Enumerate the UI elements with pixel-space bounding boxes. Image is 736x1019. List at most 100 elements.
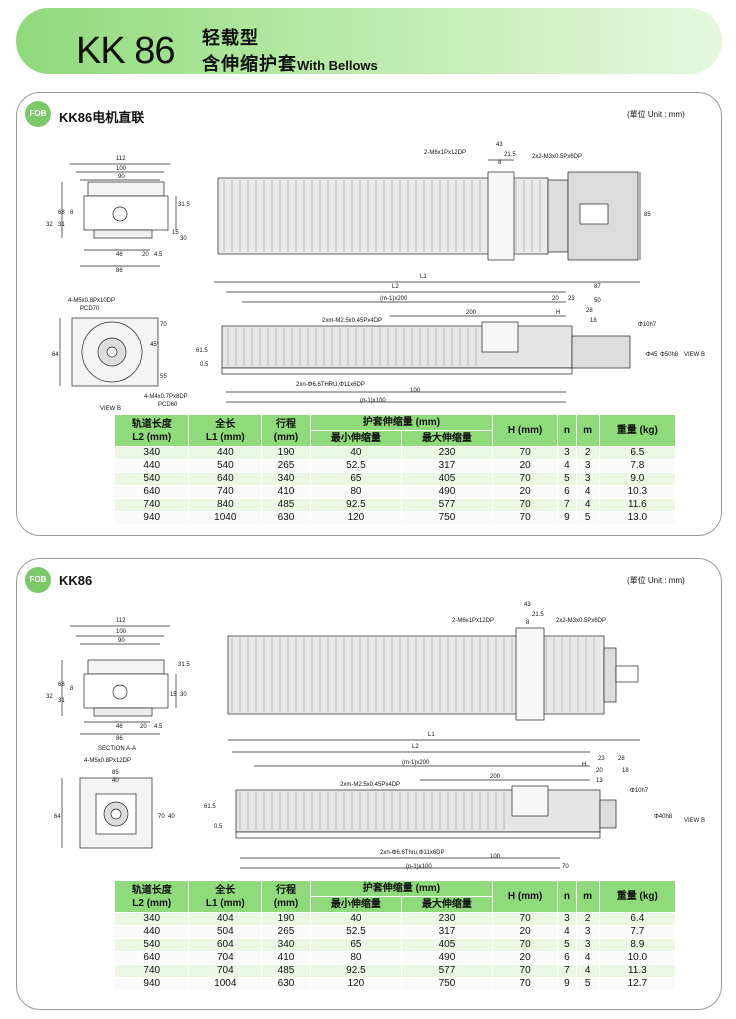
dim-100s: 100 — [410, 388, 421, 394]
table-cell: 704 — [188, 964, 263, 978]
table-cell: 485 — [261, 498, 311, 512]
table-cell: 20 — [491, 925, 559, 939]
col-n: n — [557, 880, 577, 913]
spec-table-standard: 轨道长度 L2 (mm) 全长 L1 (mm) 行程 (mm) 护套伸缩量 (m… — [113, 880, 677, 991]
bellows-ribs-1 — [223, 180, 541, 366]
table-cell: 40 — [309, 446, 402, 460]
view-b-side: VIEW B — [684, 818, 705, 824]
table-cell: 577 — [400, 498, 493, 512]
table-cell: 410 — [261, 951, 311, 965]
dim-86: 86 — [116, 268, 123, 274]
drawing-standard: 112 100 90 46 20 4.5 86 68 32 31 8 31.5 … — [46, 602, 705, 870]
table-cell: 92.5 — [309, 498, 402, 512]
header-banner: KK 86 轻载型 含伸缩护套With Bellows — [16, 8, 722, 74]
table-cell: 340 — [261, 472, 311, 486]
table-cell: 2 — [575, 912, 600, 926]
table-cell: 6.5 — [598, 446, 677, 460]
table-cell: 20 — [491, 485, 559, 499]
table-cell: 405 — [400, 472, 493, 486]
table-cell: 630 — [261, 511, 311, 525]
dim-112: 112 — [116, 156, 126, 162]
table-cell: 70 — [491, 912, 559, 926]
table-cell: 405 — [400, 938, 493, 952]
dim-20s: 20 — [552, 296, 559, 302]
col-m: m — [575, 414, 600, 447]
dim-m200: (m-1)x200 — [380, 296, 408, 302]
table-cell: 740 — [188, 485, 263, 499]
table-cell: 6 — [557, 485, 577, 499]
table-cell: 4 — [575, 485, 600, 499]
col-bellows-max: 最大伸缩量 — [400, 896, 493, 913]
dim-18: 18 — [622, 768, 629, 774]
dim-43: 43 — [496, 142, 503, 148]
dim-55: 55 — [160, 374, 167, 380]
table-cell: 20 — [491, 951, 559, 965]
front-view-1 — [61, 163, 177, 267]
section-a-a: SECTION A-A — [98, 746, 136, 752]
table-cell: 9 — [557, 977, 577, 991]
dim-l1: L1 — [420, 274, 427, 280]
table-cell: 70 — [491, 446, 559, 460]
col-h: H (mm) — [491, 880, 559, 913]
col-total-length: 全长 L1 (mm) — [188, 880, 263, 913]
table-cell: 317 — [400, 459, 493, 473]
dim-0_5: 0.5 — [200, 362, 209, 368]
dim-68: 68 — [58, 682, 65, 688]
table-cell: 7 — [557, 964, 577, 978]
table-cell: 630 — [261, 977, 311, 991]
table-cell: 640 — [188, 472, 263, 486]
table-cell: 10.3 — [598, 485, 677, 499]
table-cell: 4 — [557, 925, 577, 939]
table-cell: 540 — [113, 938, 190, 952]
table-cell: 11.6 — [598, 498, 677, 512]
table-cell: 5 — [557, 938, 577, 952]
dim-4_5: 4.5 — [154, 724, 163, 730]
phi-50: Φ50h8 — [660, 352, 679, 358]
dim-61_5: 61.5 — [204, 804, 216, 810]
table-cell: 8.9 — [598, 938, 677, 952]
table-cell: 265 — [261, 459, 311, 473]
dim-40e: 40 — [112, 778, 119, 784]
view-b-side: VIEW B — [684, 352, 705, 358]
table-cell: 440 — [113, 459, 190, 473]
col-bellows-max: 最大伸缩量 — [400, 430, 493, 447]
dim-31_5: 31.5 — [178, 202, 190, 208]
dim-61_5: 61.5 — [196, 348, 208, 354]
table-cell: 265 — [261, 925, 311, 939]
col-stroke: 行程 (mm) — [261, 414, 311, 447]
table-cell: 740 — [113, 964, 190, 978]
table-cell: 750 — [400, 511, 493, 525]
model-title: KK 86 — [76, 30, 176, 72]
table-cell: 490 — [400, 951, 493, 965]
dim-13: 13 — [596, 778, 603, 784]
col-n: n — [557, 414, 577, 447]
table-cell: 70 — [491, 498, 559, 512]
table-cell: 840 — [188, 498, 263, 512]
dim-8b: 8 — [498, 160, 502, 166]
dim-l2: L2 — [412, 744, 419, 750]
dim-20: 20 — [142, 252, 149, 258]
dim-23: 23 — [598, 756, 605, 762]
top-view-2 — [227, 627, 639, 721]
dim-90: 90 — [118, 174, 125, 180]
pcd60: PCD60 — [158, 402, 178, 408]
table-cell: 577 — [400, 964, 493, 978]
col-weight: 重量 (kg) — [598, 880, 677, 913]
table-cell: 80 — [309, 485, 402, 499]
table-cell: 740 — [113, 498, 190, 512]
tap-m4: 4-M4x0.7Px8DP — [144, 394, 188, 400]
dim-15: 15 — [172, 230, 179, 236]
table-cell: 3 — [575, 925, 600, 939]
dim-h: H — [556, 310, 560, 316]
dim-8b: 8 — [526, 620, 530, 626]
dim-28: 28 — [586, 308, 593, 314]
dim-90: 90 — [118, 638, 125, 644]
dim-m200: (m-1)x200 — [402, 760, 430, 766]
